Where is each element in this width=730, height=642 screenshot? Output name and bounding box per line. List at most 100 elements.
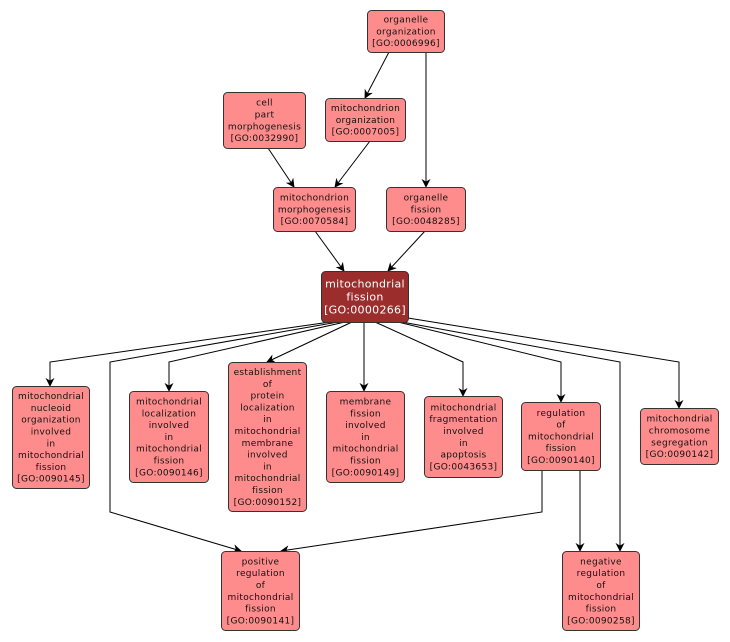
term-node[interactable]: positiveregulationofmitochondrialfission… (221, 551, 300, 631)
term-name-line: in (165, 433, 174, 443)
node-box (12, 386, 90, 489)
node-box (326, 391, 405, 483)
node-box (424, 396, 503, 478)
term-id-label: [GO:0090142] (646, 450, 714, 460)
term-name-line: fragmentation (429, 415, 497, 425)
term-name-line: localization (142, 409, 197, 419)
term-name-line: mitochondrial (136, 398, 202, 408)
term-name-line: regulation (236, 569, 285, 579)
node-box (386, 187, 466, 232)
term-id-label: [GO:0090149] (332, 468, 400, 478)
term-name-line: fission (350, 457, 381, 467)
term-name-line: involved (31, 428, 72, 438)
term-node[interactable]: mitochondrialfragmentationinvolvedinapop… (424, 396, 503, 478)
term-name-line: organization (336, 116, 396, 126)
term-name-line: fission (154, 457, 185, 467)
term-id-label: [GO:0032990] (231, 134, 299, 144)
term-name-line: organization (376, 27, 436, 37)
term-name-line: in (263, 462, 272, 472)
term-id-label: [GO:0090141] (227, 616, 295, 626)
term-name-line: cell (256, 99, 273, 109)
term-name-line: involved (247, 451, 288, 461)
term-name-line: mitochondrial (235, 427, 301, 437)
node-box (640, 408, 719, 465)
term-name-line: fission (586, 605, 617, 615)
term-name-line: chromosome (649, 427, 711, 437)
edge-GO0000266-to-GO0090258 (401, 321, 625, 552)
term-name-line: membrane (340, 398, 392, 408)
term-name-line: positive (242, 557, 280, 567)
node-box (273, 187, 356, 232)
term-name-line: mitochondrial (18, 392, 84, 402)
term-name-line: in (361, 433, 370, 443)
term-name-line: mitochondrial (647, 415, 713, 425)
edge-GO0000266-to-GO0090142 (407, 317, 684, 409)
term-name-line: of (596, 581, 606, 591)
term-name-line: negative (580, 557, 622, 567)
edge-GO0000266-to-GO0043653 (374, 321, 468, 397)
term-id-label: [GO:0043653] (430, 462, 498, 472)
term-name-line: morphogenesis (228, 122, 301, 132)
term-name-line: involved (345, 421, 386, 431)
edge-GO0007005-to-GO0070584 (334, 140, 371, 188)
term-name-line: mitochondrial (235, 474, 301, 484)
term-name-line: mitochondrial (325, 278, 405, 291)
edge-GO0000266-to-GO0090146 (164, 321, 346, 392)
term-name-line: mitochondrial (431, 403, 497, 413)
term-id-label: [GO:0070584] (281, 217, 349, 227)
term-name-line: fission (546, 444, 577, 454)
term-name-line: of (556, 421, 566, 431)
term-name-line: of (263, 380, 273, 390)
nodes-layer: organelleorganization[GO:0006996]cellpar… (12, 10, 719, 631)
term-node[interactable]: regulationofmitochondrialfission[GO:0090… (521, 402, 601, 471)
edges-layer (45, 51, 684, 555)
term-name-line: mitochondrion (331, 104, 400, 114)
term-id-label: [GO:0006996] (372, 39, 440, 49)
edge-GO0000266-to-GO0090152 (266, 321, 353, 363)
node-box (129, 391, 209, 483)
edge-GO0000266-to-GO0090141 (109, 321, 339, 554)
term-name-line: organelle (384, 16, 429, 26)
node-box (521, 402, 601, 471)
term-name-line: nucleoid (31, 404, 72, 414)
term-node[interactable]: mitochondriallocalizationinvolvedinmitoc… (129, 391, 209, 483)
term-node[interactable]: mitochondrial nucleoid organization involve… (12, 386, 90, 489)
term-name-line: apoptosis (440, 451, 486, 461)
term-id-label: [GO:0000266] (324, 304, 406, 317)
node-box (562, 551, 640, 631)
edge-GO0000266-to-GO0090145 (45, 321, 331, 387)
edge-GO0006996-to-GO0007005 (364, 51, 390, 99)
term-node[interactable]: establishmentofproteinlocalizationinmito… (228, 362, 307, 512)
term-node[interactable]: negativeregulationofmitochondrialfission… (562, 551, 640, 631)
term-name-line: morphogenesis (278, 205, 351, 215)
term-name-line: organelle (404, 194, 449, 204)
term-name-line: organization (21, 416, 81, 426)
term-name-line: of (256, 581, 266, 591)
term-name-line: segregation (651, 438, 708, 448)
term-node[interactable]: membranefissioninvolvedinmitochondrialfi… (326, 391, 405, 483)
term-name-line: fission (36, 463, 67, 473)
term-name-line: involved (149, 421, 190, 431)
term-name-line: mitochondrial (528, 432, 594, 442)
node-box (228, 362, 307, 512)
node-box (325, 98, 406, 142)
edge-GO0070584-to-GO0000266 (314, 230, 345, 272)
term-name-line: protein (250, 392, 284, 402)
term-id-label: [GO:0048285] (392, 217, 460, 227)
term-id-label: [GO:0090152] (234, 498, 302, 508)
edge-GO0048285-to-GO0000266 (387, 230, 426, 272)
edge-GO0000266-to-GO0090140 (397, 321, 566, 403)
term-name-line: regulation (577, 569, 626, 579)
term-name-line: fission (346, 291, 383, 304)
term-name-line: localization (240, 403, 295, 413)
term-name-line: in (263, 415, 272, 425)
term-name-line: mitochondrial (333, 445, 399, 455)
term-id-label: [GO:0090145] (17, 475, 85, 485)
